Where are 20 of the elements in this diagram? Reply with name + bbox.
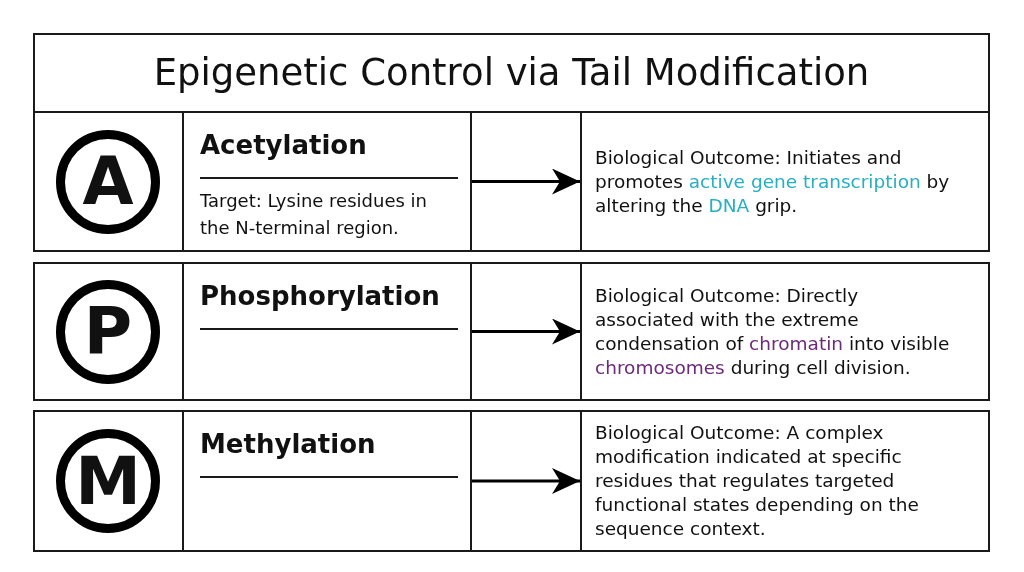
- modification-name: Acetylation: [200, 129, 367, 162]
- arrow: [472, 168, 580, 195]
- modification-cell: [182, 264, 472, 399]
- modification-name: Phosphorylation: [200, 280, 440, 313]
- modification-name: Methylation: [200, 428, 376, 461]
- symbol-letter: P: [83, 298, 133, 365]
- diagram-title: Epigenetic Control via Tail Modification: [153, 51, 870, 95]
- circle-symbol: [56, 129, 160, 234]
- outcome-text: Biological Outcome: Directly associated with the extreme condensation of chromatin into visible chromosomes during cell division.: [595, 283, 951, 380]
- symbol-letter: M: [75, 447, 141, 515]
- circle-symbol: [56, 279, 160, 384]
- symbol-letter: A: [82, 148, 134, 215]
- circle-symbol: [56, 429, 160, 533]
- outcome-text: Biological Outcome: Initiates and promotes active gene transcription by altering the DNA grip.: [595, 145, 951, 218]
- modification-cell: [182, 412, 472, 550]
- outcome-text: Biological Outcome: A complex modification indicated at specific residues that regulates targeted functional states depending on the sequence context.: [595, 421, 920, 541]
- arrow: [472, 318, 580, 345]
- modification-cell: [182, 113, 472, 250]
- arrow: [472, 468, 580, 494]
- target-text: Target: Lysine residues in the N-terminal region.: [200, 189, 428, 240]
